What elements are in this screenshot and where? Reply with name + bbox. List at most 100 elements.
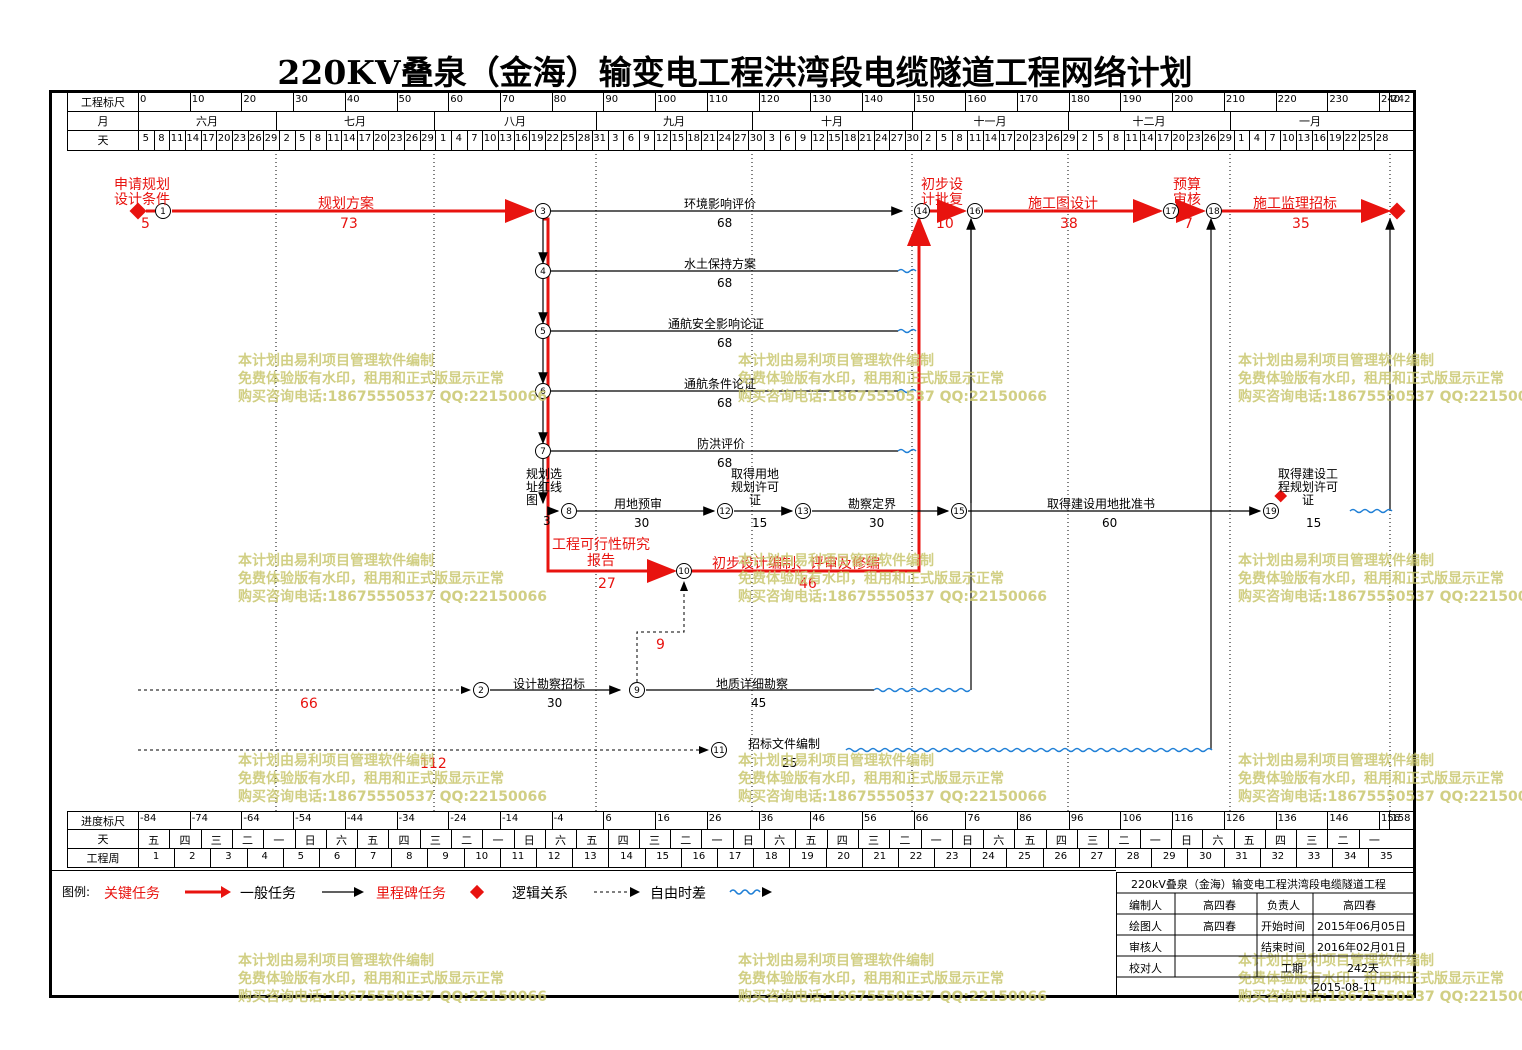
day-separator (1358, 130, 1360, 150)
event-node[interactable]: 4 (535, 263, 551, 279)
watermark-line: 购买咨询电话:18675550537 QQ:22150066 (238, 389, 547, 405)
week-separator (391, 848, 393, 867)
event-node[interactable]: 12 (717, 503, 733, 519)
weekday-separator (169, 829, 171, 848)
day-cell: 5 (1097, 133, 1104, 144)
task-duration: 73 (340, 216, 358, 232)
day-cell: 20 (1172, 133, 1186, 144)
info-drawer: 高四春 (1203, 920, 1236, 933)
event-node[interactable]: 1 (155, 203, 171, 219)
weekday-cell: 六 (1212, 834, 1224, 847)
task-duration: 60 (1102, 516, 1118, 530)
event-node[interactable]: 16 (967, 203, 983, 219)
footer-row-label: 进度标尺 (81, 815, 125, 828)
event-node[interactable]: 7 (535, 443, 551, 459)
watermark-line: 购买咨询电话:18675550537 QQ:22150066 (238, 589, 547, 605)
day-separator (451, 130, 452, 150)
page-title: 220KV叠泉（金海）输变电工程洪湾段电缆隧道工程网络计划 (277, 53, 1193, 92)
day-cell: 23 (389, 133, 403, 144)
event-node[interactable]: 17 (1163, 203, 1179, 219)
week-separator (861, 848, 863, 867)
week-cell: 14 (620, 851, 633, 862)
event-node[interactable]: 8 (561, 503, 577, 519)
event-node[interactable]: 13 (795, 503, 811, 519)
week-cell: 27 (1090, 851, 1104, 862)
watermark-line: 免费体验版有水印，租用和正式版显示正常 (238, 371, 504, 387)
scale-tick: 210 (1225, 94, 1245, 105)
scale-tick-line (603, 92, 605, 111)
day-cell: 27 (734, 133, 747, 144)
day-cell: 17 (1000, 133, 1013, 144)
day-cell: 31 (593, 133, 607, 144)
month-separator (434, 111, 435, 130)
week-cell: 3 (225, 851, 232, 862)
progress-tick: -4 (553, 813, 564, 824)
task-duration: 15 (1306, 516, 1322, 530)
day-separator (1186, 130, 1188, 150)
week-separator (789, 848, 791, 867)
weekday-cell: 四 (1274, 834, 1286, 847)
event-node[interactable]: 3 (535, 203, 551, 219)
day-cell: 7 (471, 133, 478, 144)
progress-tick-line (344, 811, 346, 829)
task-label: 预算 审核 (1173, 177, 1201, 208)
grid-line (67, 867, 1416, 868)
day-cell: 8 (956, 133, 963, 144)
week-separator (427, 848, 429, 867)
day-separator (231, 130, 233, 150)
progress-tick-line (448, 811, 450, 829)
weekday-separator (200, 829, 202, 848)
task-label: 取得建设用地批准书 (1047, 497, 1156, 511)
day-cell: 25 (562, 133, 575, 144)
grid-line (67, 130, 1416, 131)
day-cell: 12 (812, 133, 826, 144)
day-cell: 24 (718, 133, 732, 144)
progress-tick-line (499, 811, 501, 829)
event-node[interactable]: 15 (951, 503, 967, 519)
watermark-line: 购买咨询电话:18675550537 QQ:22150066 (738, 389, 1047, 405)
legend-milestone: 里程碑任务 (376, 886, 446, 902)
watermark-text: 本计划由易利项目管理软件编制免费体验版有水印，租用和正式版显示正常购买咨询电话:… (238, 752, 547, 806)
week-separator (246, 848, 248, 867)
day-separator (184, 130, 186, 150)
event-node[interactable]: 5 (535, 323, 551, 339)
progress-tick: 76 (967, 813, 981, 824)
day-cell: 19 (1328, 133, 1342, 144)
day-separator (1045, 130, 1047, 150)
scale-tick-line (1327, 92, 1329, 111)
day-separator (1155, 130, 1157, 150)
event-node[interactable]: 19 (1263, 503, 1279, 519)
day-separator (670, 130, 672, 150)
event-node[interactable]: 11 (711, 742, 727, 758)
day-separator (372, 130, 374, 150)
event-node[interactable]: 9 (629, 682, 645, 698)
scale-tick: 230 (1329, 94, 1349, 105)
day-cell: 24 (875, 133, 888, 144)
task-label: 地质详细勘察 (716, 677, 789, 691)
task-duration: 3 (543, 514, 551, 528)
scale-tick: 60 (450, 94, 463, 105)
task-label: 设计勘察招标 (513, 677, 586, 691)
legend-general: 一般任务 (240, 886, 296, 902)
week-separator (934, 848, 936, 867)
weekday-separator (951, 829, 953, 848)
event-node[interactable]: 18 (1206, 203, 1222, 219)
week-separator (608, 848, 610, 867)
event-node[interactable]: 6 (535, 383, 551, 399)
day-cell: 18 (843, 133, 857, 144)
weekday-cell: 四 (617, 834, 629, 847)
event-node[interactable]: 14 (914, 203, 930, 219)
event-node[interactable]: 10 (676, 563, 692, 579)
day-cell: 25 (1360, 133, 1373, 144)
weekday-cell: 日 (742, 834, 754, 847)
week-separator (499, 848, 501, 867)
grid-line (67, 92, 68, 150)
event-node[interactable]: 2 (473, 682, 489, 698)
watermark-line: 购买咨询电话:18675550537 QQ:22150066 (1238, 789, 1522, 805)
info-project: 220kV叠泉（金海）输变电工程洪湾段电缆隧道工程 (1131, 878, 1386, 891)
scale-tick-line (1389, 92, 1391, 111)
progress-tick: 126 (1225, 813, 1245, 824)
day-separator (967, 130, 969, 150)
footer-row-label: 工程周 (86, 852, 120, 865)
day-separator (576, 130, 578, 150)
